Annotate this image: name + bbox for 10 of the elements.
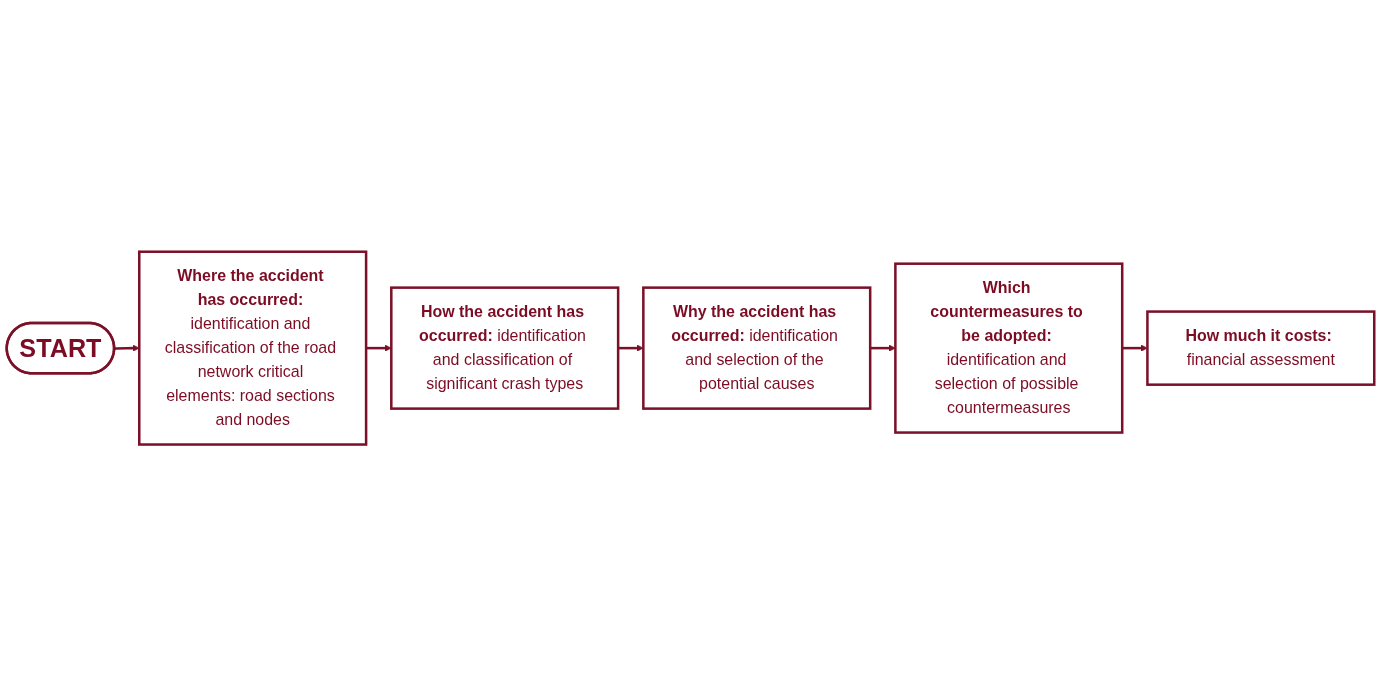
node-box: Why the accident has occurred: identification and selection of the potential causes xyxy=(642,286,872,410)
arrow xyxy=(114,344,140,352)
arrow xyxy=(1122,344,1148,352)
node-box: Which countermeasures to be adopted: identification and selection of possible countermeasures xyxy=(894,262,1124,434)
node-box: How much it costs: financial assessment xyxy=(1146,310,1376,386)
arrow xyxy=(618,344,644,352)
node-box: Where the accident has occurred: identification and classification of the road network critical elements: road sections and nodes xyxy=(138,250,368,446)
arrow xyxy=(366,344,392,352)
node-box: How the accident has occurred: identification and classification of significant crash types xyxy=(390,286,620,410)
arrow xyxy=(870,344,896,352)
